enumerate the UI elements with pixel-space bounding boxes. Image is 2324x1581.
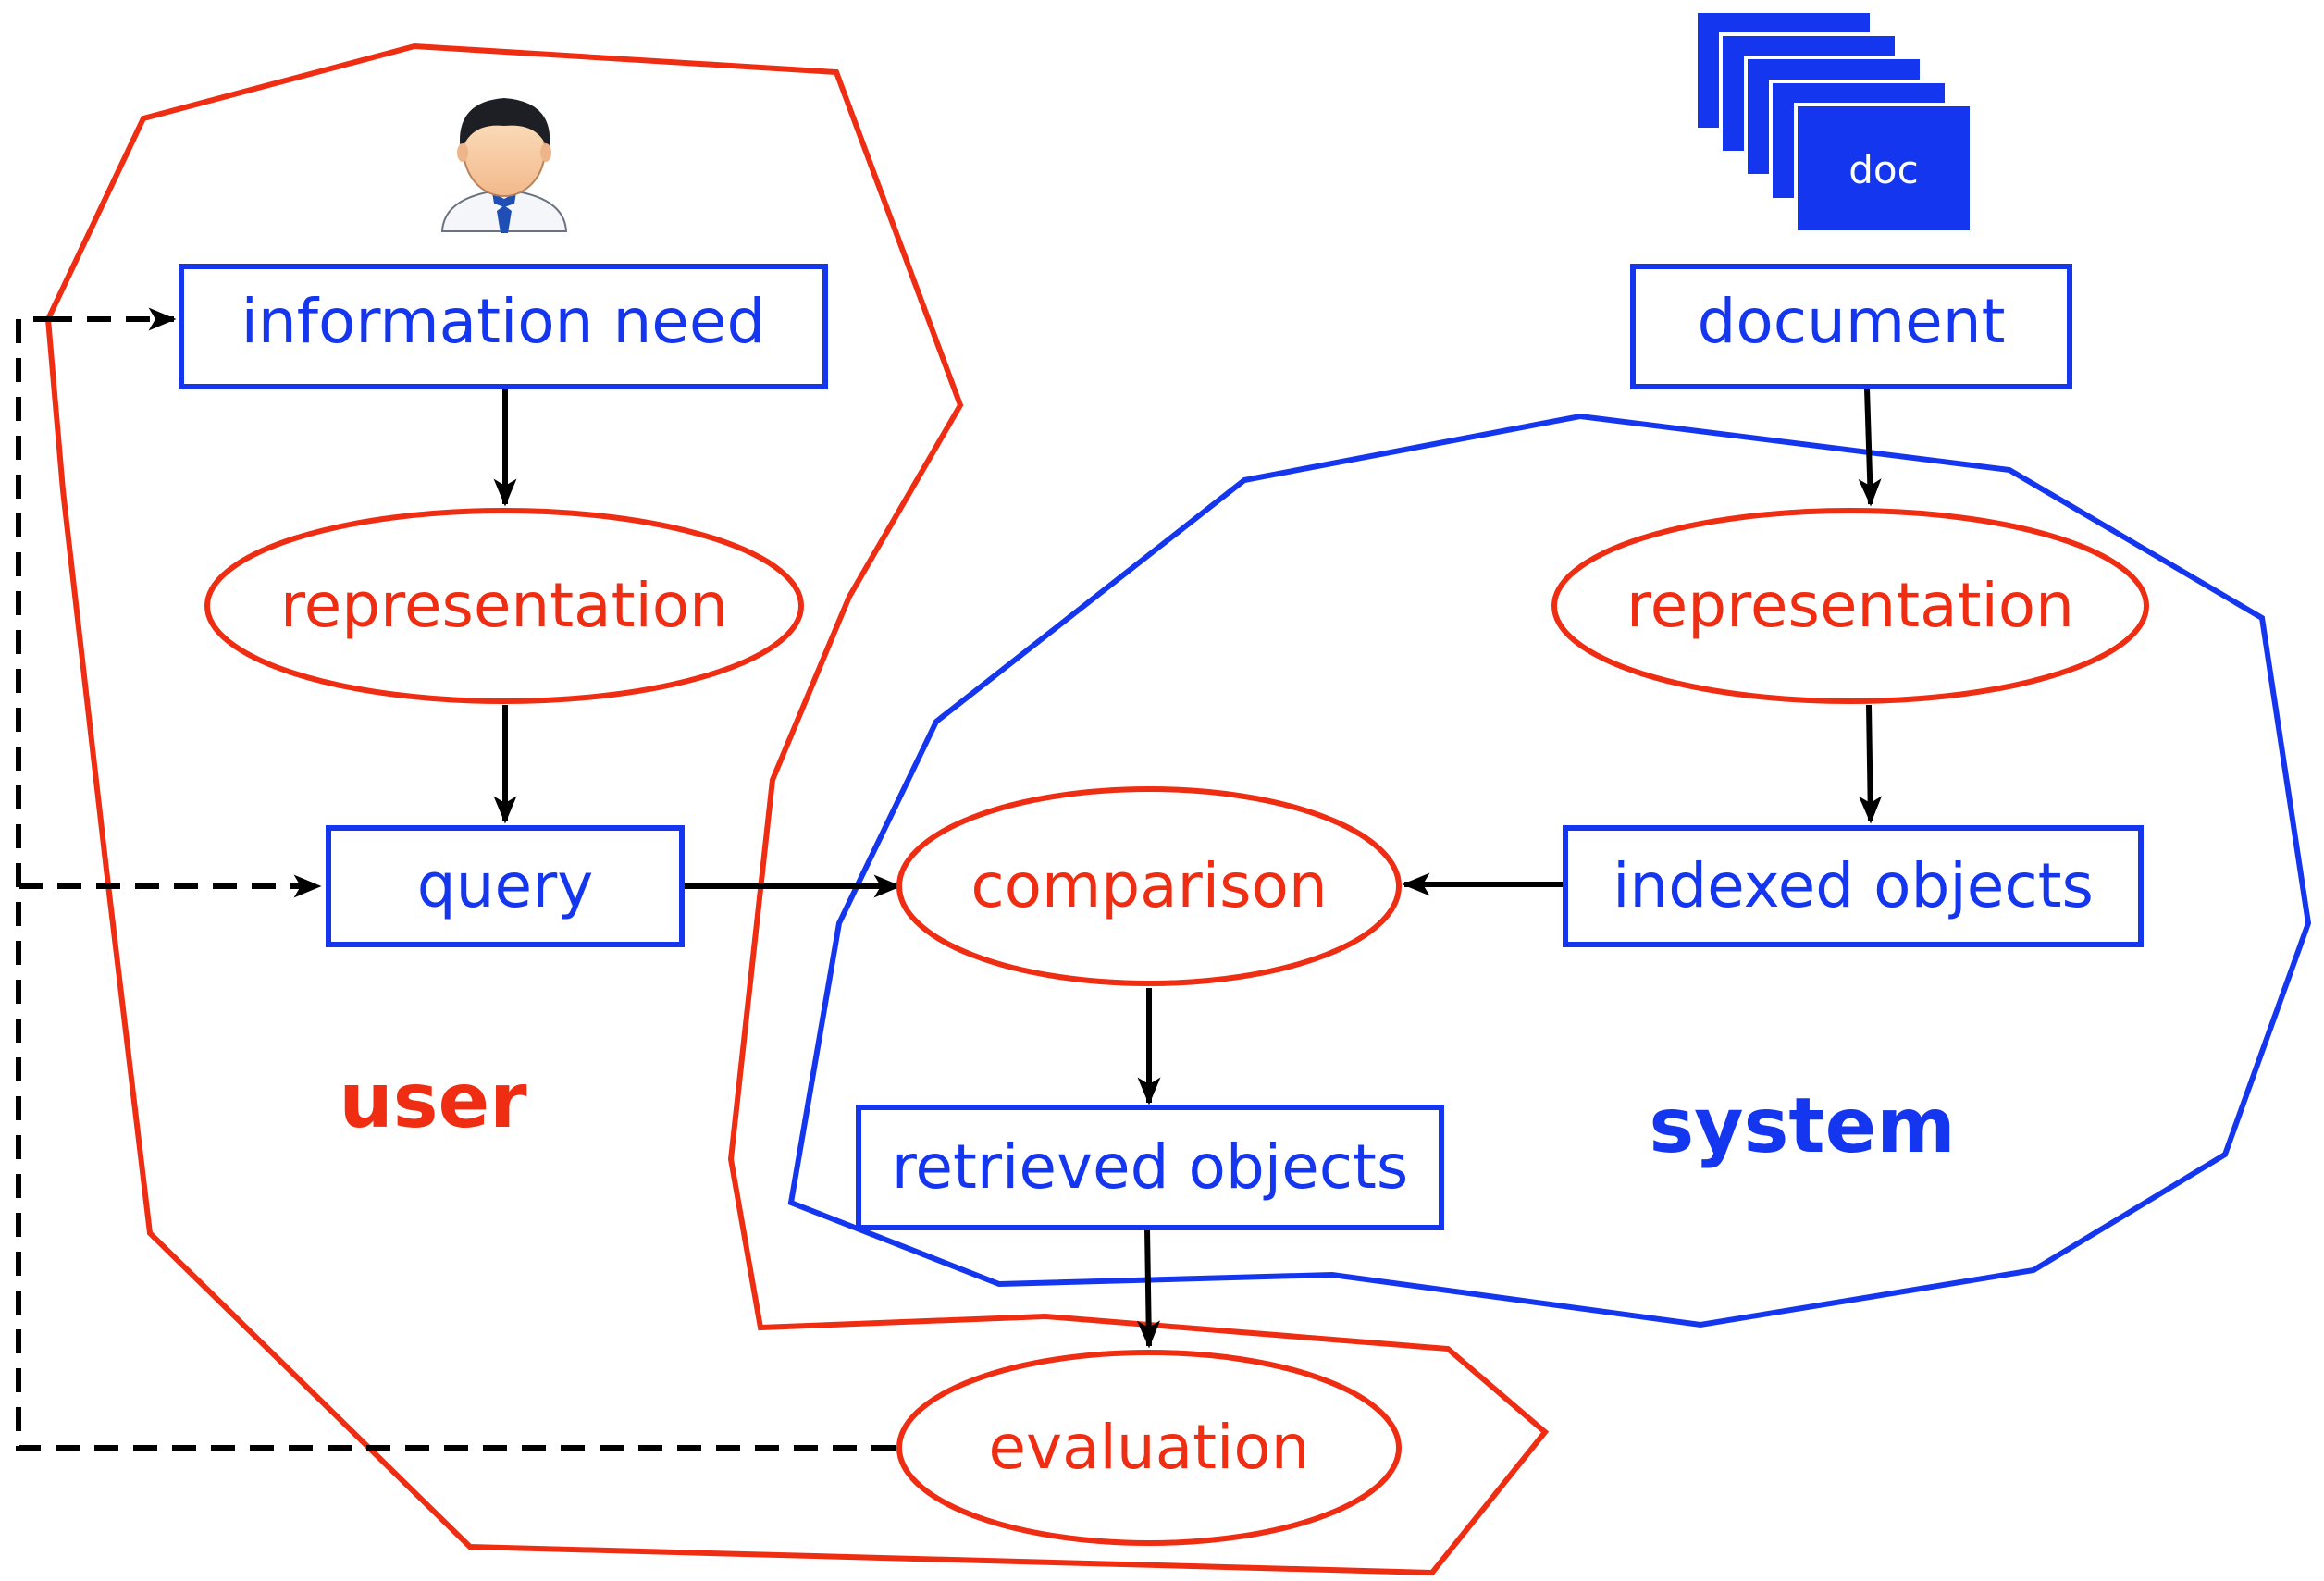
system-representation-node: representation	[1551, 508, 2149, 704]
retrieved-objects-node: retrieved objects	[856, 1105, 1444, 1230]
evaluation-node: evaluation	[896, 1350, 1402, 1546]
information-need-label: information need	[241, 286, 766, 357]
system-region-outline	[787, 413, 2312, 1328]
user-region-outline	[44, 43, 1550, 1576]
doc-icon-label: doc	[1848, 147, 1918, 192]
feedback-loop	[16, 307, 896, 1451]
system-representation-label: representation	[1626, 570, 2074, 641]
query-node: query	[326, 825, 685, 947]
query-label: query	[417, 850, 594, 921]
system-region-label: system	[1649, 1082, 1955, 1170]
comparison-node: comparison	[896, 786, 1402, 986]
document-label: document	[1698, 286, 2006, 357]
user-region-label: user	[339, 1057, 527, 1145]
arrow-retrieved-to-evaluation	[1137, 1228, 1161, 1349]
indexed-objects-label: indexed objects	[1613, 850, 2094, 921]
document-stack-icon: doc	[1694, 9, 1973, 234]
user-representation-label: representation	[280, 570, 728, 641]
flow-arrows	[493, 388, 1883, 1349]
user-representation-node: representation	[204, 508, 804, 704]
evaluation-label: evaluation	[988, 1412, 1309, 1483]
comparison-label: comparison	[970, 850, 1327, 921]
arrow-representation-to-indexed	[1859, 704, 1883, 824]
retrieved-objects-label: retrieved objects	[892, 1131, 1409, 1203]
person-avatar-icon	[440, 98, 568, 233]
indexed-objects-node: indexed objects	[1563, 825, 2144, 947]
document-node: document	[1630, 264, 2072, 389]
arrow-document-to-representation	[1858, 388, 1882, 507]
information-need-node: information need	[179, 264, 828, 389]
